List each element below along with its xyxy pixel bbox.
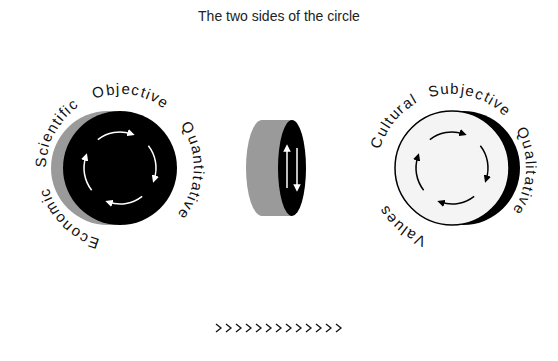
arc-letter: O xyxy=(90,83,105,101)
circle-word: Values xyxy=(358,74,546,262)
disk-shape xyxy=(26,74,214,262)
diagram-title: The two sides of the circle xyxy=(0,8,558,24)
cycle-arrow xyxy=(430,132,463,140)
arc-letter: l xyxy=(524,160,539,164)
cycle-arrow xyxy=(109,196,142,204)
circle-word: Quantitative xyxy=(26,74,214,262)
arc-letter: a xyxy=(522,149,538,160)
cycle-arrow xyxy=(98,132,131,140)
cycle-arrow xyxy=(480,146,488,179)
arc-letter: b xyxy=(105,81,115,97)
disk-face xyxy=(395,111,509,225)
arc-letter: n xyxy=(191,154,207,164)
arc-letter: i xyxy=(524,165,539,169)
arc-letter: c xyxy=(34,147,50,157)
cycle-arrow xyxy=(441,196,474,204)
arc-letter: E xyxy=(86,234,100,251)
arc-letter: S xyxy=(33,157,49,168)
circle-node: ScientificObjectiveQuantitativeEconomic xyxy=(26,74,214,262)
arc-letter: b xyxy=(450,81,459,96)
circle-word: Objective xyxy=(26,74,214,262)
arc-letter: C xyxy=(368,135,386,150)
circle-word: Subjective xyxy=(358,74,546,262)
edge-on-disk xyxy=(246,120,306,216)
arc-letter: S xyxy=(426,82,439,99)
circle-word: Qualitative xyxy=(358,74,546,262)
circle-node: CulturalSubjectiveQualitativeValues xyxy=(358,74,546,262)
circle-word: Scientific xyxy=(26,74,214,262)
arc-letter: a xyxy=(522,175,538,186)
arc-letter: t xyxy=(192,165,207,169)
arc-letter: t xyxy=(191,175,206,181)
circle-word: Cultural xyxy=(358,74,546,262)
chevron-row xyxy=(216,324,341,332)
cycle-arrow xyxy=(148,146,156,179)
arc-letter: e xyxy=(121,81,130,97)
arc-letter: u xyxy=(439,81,449,97)
disk-face xyxy=(63,111,177,225)
arc-letter: i xyxy=(192,171,207,175)
cycle-arrow xyxy=(416,157,424,190)
circle-word: Economic xyxy=(26,74,214,262)
arc-letter: j xyxy=(116,81,120,96)
disk-shape xyxy=(358,74,546,262)
arc-letter: t xyxy=(524,170,539,175)
cycle-arrow xyxy=(84,157,92,190)
